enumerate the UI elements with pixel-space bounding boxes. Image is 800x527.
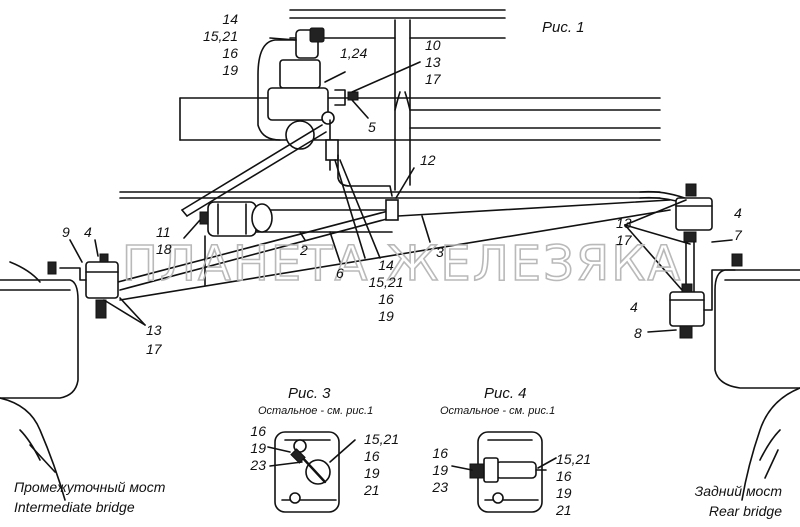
fig4-right-3: 19 xyxy=(556,485,572,501)
callouts-fig4-left: 16 19 23 xyxy=(431,445,448,495)
fig3-title: Рис. 3 xyxy=(288,385,331,402)
rubber-block-center xyxy=(199,201,273,286)
callouts-fig3-left: 16 19 23 xyxy=(249,423,266,473)
watermark-text: ПЛАНЕТА ЖЕЛЕЗЯКА xyxy=(122,236,682,292)
fig4-right-1: 15,21 xyxy=(556,451,591,467)
callout-left-mount-2: 4 xyxy=(84,224,92,240)
left-mount xyxy=(0,253,119,399)
caption-intermediate-ru: Промежуточный мост xyxy=(14,479,166,495)
callout-joint-4: 19 xyxy=(378,308,394,324)
leader-lines xyxy=(29,37,779,479)
callout-bolt: 5 xyxy=(368,119,376,135)
frame-crossmember xyxy=(119,9,691,206)
callout-right-top-block: 4 xyxy=(734,205,742,221)
callout-left-mount-1: 9 xyxy=(62,224,70,240)
fig3-right-4: 21 xyxy=(363,482,380,498)
callout-right-top-nuts-1: 13 xyxy=(616,215,632,231)
axle-housings xyxy=(0,387,800,501)
callout-left-nuts-2: 17 xyxy=(146,341,163,357)
fig4-valve-detail xyxy=(451,431,557,513)
fig4-left-1: 16 xyxy=(432,445,448,461)
callouts-fig1: 14 15,21 16 19 xyxy=(203,11,238,78)
fig4-right-4: 21 xyxy=(555,502,572,518)
callout-left-nuts-1: 13 xyxy=(146,322,162,338)
link-rods xyxy=(117,159,671,301)
callout-bracket-2: 13 xyxy=(425,54,441,70)
callout-rod-end: 12 xyxy=(420,152,436,168)
fig4-title: Рис. 4 xyxy=(484,385,527,402)
fig3-note: Остальное - см. рис.1 xyxy=(258,405,373,417)
callouts-joint: 14 15,21 16 19 xyxy=(368,257,403,324)
callout-right-top-nuts-2: 17 xyxy=(616,232,633,248)
callout-bracket-3: 17 xyxy=(425,71,442,87)
callout-valve-top-1: 14 xyxy=(222,11,238,27)
fig3-valve-detail xyxy=(267,431,356,513)
callout-valve-top-4: 19 xyxy=(222,62,238,78)
callout-valve-top-3: 16 xyxy=(222,45,238,61)
fig3-right-1: 15,21 xyxy=(364,431,399,447)
callout-right-bottom-nut: 8 xyxy=(634,325,642,341)
fig4-note: Остальное - см. рис.1 xyxy=(440,405,555,417)
callout-joint-2: 15,21 xyxy=(368,274,403,290)
fig3-left-3: 23 xyxy=(249,457,266,473)
callout-link-left-2: 18 xyxy=(156,241,172,257)
fig3-right-3: 19 xyxy=(364,465,380,481)
caption-rear-ru: Задний мост xyxy=(695,483,783,499)
callout-rod-long: 3 xyxy=(436,244,444,260)
caption-rear-en: Rear bridge xyxy=(709,503,782,519)
callout-right-arm: 7 xyxy=(734,227,743,243)
callout-joint-3: 16 xyxy=(378,291,394,307)
callout-valve-top-2: 15,21 xyxy=(203,28,238,44)
fig1-title: Рис. 1 xyxy=(542,19,585,36)
fig4-right-2: 16 xyxy=(556,468,572,484)
callout-bracket-1: 10 xyxy=(425,37,441,53)
fig4-left-3: 23 xyxy=(431,479,448,495)
fig3-left-1: 16 xyxy=(250,423,266,439)
callout-valve-mount: 1,24 xyxy=(340,45,367,61)
callout-lever: 2 xyxy=(299,242,308,258)
callout-rod-mid: 6 xyxy=(336,265,344,281)
caption-intermediate-en: Intermediate bridge xyxy=(14,499,135,515)
fig4-left-2: 19 xyxy=(432,462,448,478)
fig3-left-2: 19 xyxy=(250,440,266,456)
callout-link-left-1: 11 xyxy=(156,224,171,240)
right-mount xyxy=(669,183,800,389)
height-valve xyxy=(257,27,393,197)
callout-joint-1: 14 xyxy=(378,257,394,273)
valve-lever xyxy=(181,124,327,217)
fig3-right-2: 16 xyxy=(364,448,380,464)
callout-right-bottom-block: 4 xyxy=(630,299,638,315)
